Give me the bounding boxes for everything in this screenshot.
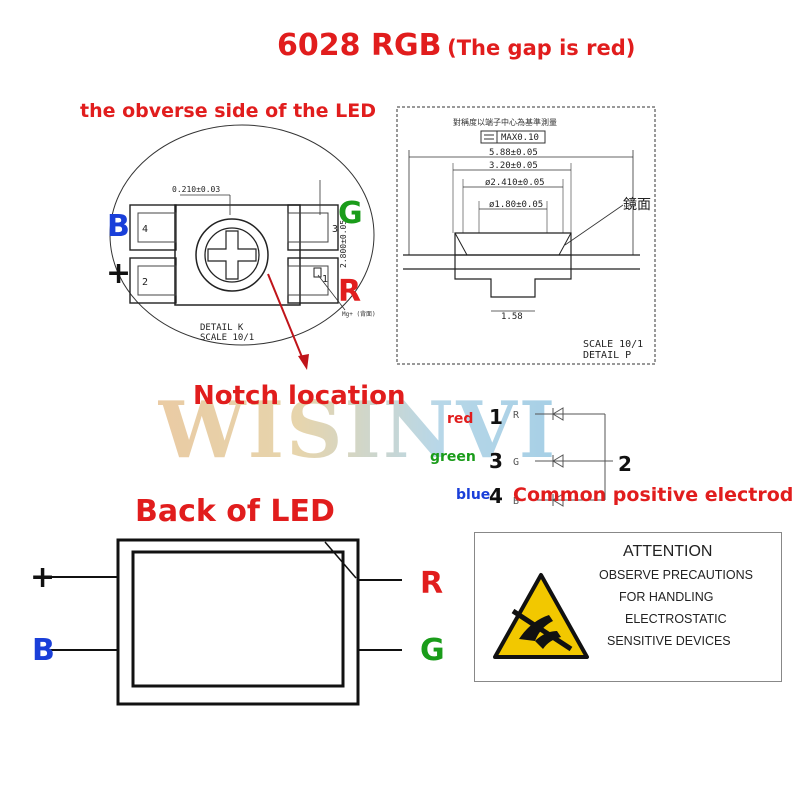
back-notch-line [324, 541, 357, 579]
sch-letter-r: R [513, 410, 520, 421]
sch-red-label: red [447, 411, 474, 427]
pin-plus-label: + [106, 256, 132, 291]
lens-cross [207, 230, 257, 280]
sch-green-label: green [430, 449, 476, 465]
marker-note: Mg+ (背面) [342, 310, 376, 318]
sch-blue-label: blue [456, 487, 491, 503]
pad-4-inner [137, 212, 177, 243]
common-electrode-label: Common positive electrod [513, 484, 794, 506]
attention-title: ATTENTION [623, 543, 713, 560]
notch-marker [313, 267, 322, 278]
pin-b-label: B [107, 209, 130, 244]
pad-3 [287, 204, 339, 251]
detail-p-header-cn: 對稱度以端子中心為基準測量 [453, 117, 557, 127]
sch-letter-b: B [513, 496, 519, 507]
detail-p-drawing: 對稱度以端子中心為基準測量 MAX0.10 5.88±0.05 3.20±0.0… [396, 106, 656, 365]
detail-k-caption-1: DETAIL K [200, 323, 244, 333]
attention-line-1: OBSERVE PRECAUTIONS [599, 568, 753, 582]
pin-r-label: R [338, 274, 362, 309]
back-b-label: B [32, 633, 55, 668]
dim-side-text: 2.800±0.05 [339, 220, 348, 268]
notch-arrow [267, 273, 309, 370]
title-sub: (The gap is red) [447, 36, 636, 60]
mirror-label: 鏡面 [623, 197, 651, 213]
detail-k-drawing: 0.210±0.03 2.800±0.05 4 2 3 1 Mg+ (背面) D… [109, 124, 376, 346]
attention-line-2: FOR HANDLING [619, 590, 714, 604]
pad-2-inner [137, 265, 177, 296]
schematic-diodes: R G B [513, 407, 613, 507]
back-inner-rect [131, 550, 345, 688]
title-main: 6028 RGB [277, 28, 442, 63]
lens-inner [204, 227, 260, 283]
back-plus-label: + [30, 560, 56, 595]
led-body-outline [174, 204, 301, 306]
dim-width: 5.88±0.05 [489, 148, 538, 158]
attention-line-3: ELECTROSTATIC [625, 612, 727, 626]
pin-num-1: 1 [322, 274, 328, 285]
back-of-led-label: Back of LED [135, 494, 335, 529]
detail-k-ellipse [109, 124, 375, 346]
lens-outer [195, 218, 269, 292]
sch-pin-4: 4 [489, 484, 503, 508]
esd-attention-box: ATTENTION OBSERVE PRECAUTIONS FOR HANDLI… [474, 532, 782, 682]
back-r-label: R [420, 566, 444, 601]
notch-location-label: Notch location [193, 381, 406, 411]
pin-num-4: 4 [142, 224, 148, 235]
detail-p-border [396, 106, 656, 365]
esd-warning-icon [493, 573, 589, 659]
back-outer-rect [116, 538, 360, 706]
detail-k-caption-2: SCALE 10/1 [200, 333, 254, 343]
detail-p-caption-1: SCALE 10/1 [583, 339, 643, 350]
pad-1-inner [287, 265, 329, 296]
pad-3-inner [287, 212, 329, 243]
dim-d180: ø1.80±0.05 [489, 200, 543, 210]
pin-num-3: 3 [332, 224, 338, 235]
dim-base: 1.58 [501, 312, 523, 322]
detail-p-max: MAX0.10 [501, 133, 539, 143]
back-of-led-drawing [50, 538, 402, 706]
dim-top-text: 0.210±0.03 [172, 185, 220, 194]
sch-letter-g: G [513, 457, 519, 468]
pin-g-label: G [338, 196, 363, 231]
page-title: 6028 RGB (The gap is red) [277, 28, 635, 63]
attention-line-4: SENSITIVE DEVICES [607, 634, 731, 648]
back-g-label: G [420, 633, 445, 668]
pin-num-2: 2 [142, 277, 148, 288]
detail-p-caption-2: DETAIL P [583, 350, 631, 361]
pad-4 [129, 204, 177, 251]
sch-pin-1: 1 [489, 405, 503, 429]
pad-2 [129, 257, 177, 304]
dim-d2410: ø2.410±0.05 [485, 178, 545, 188]
sch-pin-3: 3 [489, 449, 503, 473]
obverse-label: the obverse side of the LED [80, 100, 377, 122]
sch-pin-2: 2 [618, 452, 632, 476]
dim-inner: 3.20±0.05 [489, 161, 538, 171]
watermark: WISINVI [158, 385, 558, 476]
